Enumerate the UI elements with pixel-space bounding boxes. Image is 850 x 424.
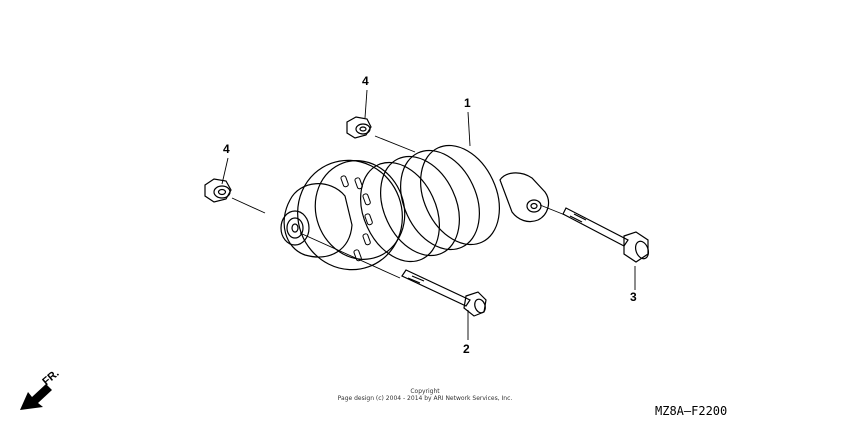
shock-absorber-body (281, 133, 549, 285)
left-flange-nut (205, 179, 231, 202)
diagram-code: MZ8A—F2200 (655, 404, 728, 418)
callout-part-4-upper: 4 (362, 74, 369, 88)
lower-bolt (402, 270, 487, 316)
upper-flange-nut (347, 117, 371, 138)
callout-part-3: 3 (630, 290, 637, 304)
upper-right-bolt (563, 208, 651, 262)
front-direction-arrow-icon (20, 384, 52, 410)
leader-lines (222, 90, 635, 340)
copyright-line-2: Page design (c) 2004 - 2014 by ARI Netwo… (337, 395, 513, 402)
callout-part-4-left: 4 (223, 142, 230, 156)
callout-part-1: 1 (464, 96, 471, 110)
collar-slots (340, 175, 372, 261)
callout-part-2: 2 (463, 342, 470, 356)
copyright-line-1: Copyright (410, 388, 440, 395)
